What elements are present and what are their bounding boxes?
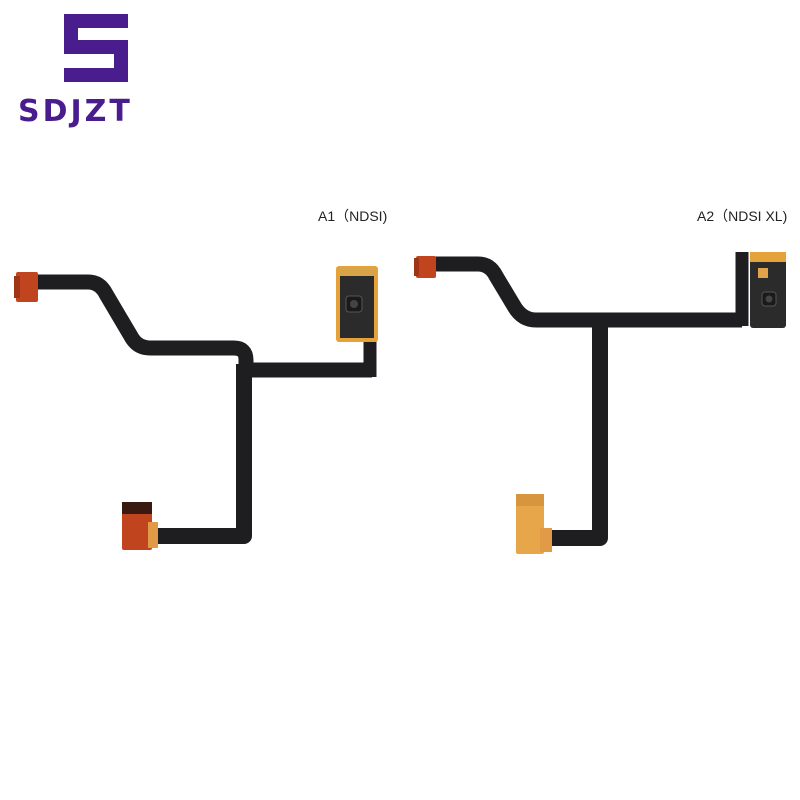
variant-label-a2: A2（NDSI XL) xyxy=(697,208,788,224)
brand-name: SDJZT xyxy=(18,94,133,129)
brand-logo-mark xyxy=(64,14,128,82)
brand-logo: SDJZT xyxy=(18,10,178,130)
variant-label-a1: A1（NDSI) xyxy=(318,208,388,224)
